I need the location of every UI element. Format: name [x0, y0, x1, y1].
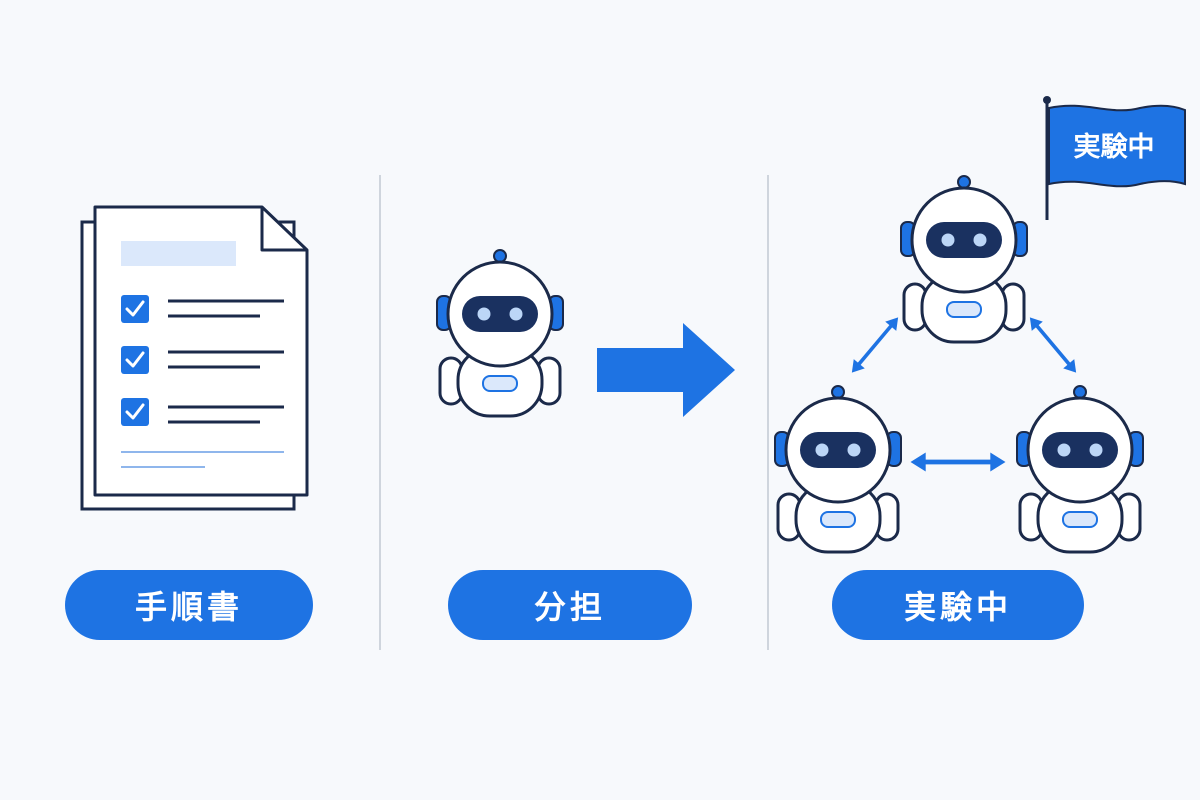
right-arrow-icon: [597, 323, 735, 417]
robot-icon-right: [1015, 384, 1145, 554]
robot-icon-top: [899, 174, 1029, 344]
flag-icon: 実験中: [1043, 96, 1186, 220]
robot-icon: [435, 248, 565, 418]
label-text: 実験中: [903, 588, 1012, 626]
double-arrow-icon: [911, 453, 1006, 472]
flag-label: 実験中: [1074, 131, 1155, 163]
checkbox-icon: [121, 398, 149, 426]
label-pill-experimenting: 実験中: [832, 570, 1084, 640]
double-arrow-icon: [844, 310, 906, 380]
label-pill-procedure: 手順書: [65, 570, 313, 640]
checkbox-icon: [121, 346, 149, 374]
robot-icon-left: [773, 384, 903, 554]
label-text: 手順書: [134, 588, 243, 626]
checkbox-icon: [121, 295, 149, 323]
double-arrow-icon: [1022, 310, 1084, 380]
label-pill-assignment: 分担: [448, 570, 692, 640]
label-text: 分担: [533, 588, 606, 626]
document-checklist-icon: [80, 205, 309, 511]
